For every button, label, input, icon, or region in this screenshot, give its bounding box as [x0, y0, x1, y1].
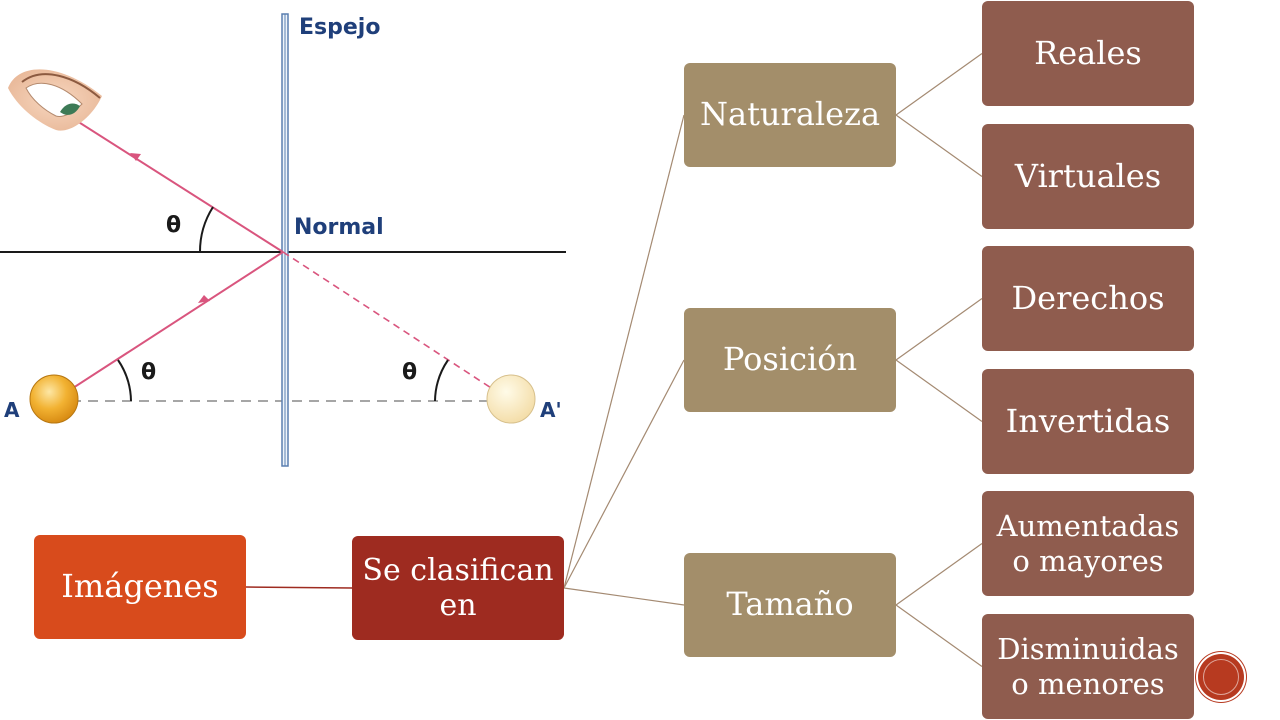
reflected-ray: [65, 113, 284, 253]
category-link: [895, 604, 983, 667]
image-ball: [486, 374, 536, 424]
incident-ray: [55, 251, 284, 400]
leaf-reales: Reales: [982, 1, 1194, 106]
reflection-diagram: Espejo Normal θ θ θ A A': [0, 13, 566, 467]
object-ball: [29, 374, 79, 424]
angle-arc-top: [198, 206, 214, 253]
angle-arc-right: [434, 359, 449, 402]
category-link: [895, 543, 983, 606]
leaf-aumentadas: Aumentadas o mayores: [982, 491, 1194, 596]
category-link: [895, 359, 983, 422]
leaf-label: Invertidas: [1005, 401, 1171, 440]
root-node-label: Imágenes: [61, 567, 219, 606]
category-link: [895, 114, 983, 177]
circle-nav-icon[interactable]: [1198, 654, 1244, 700]
category-label: Posición: [722, 340, 858, 379]
virtual-ray: [282, 251, 509, 400]
theta-right-label: θ: [402, 360, 417, 385]
theta-top-label: θ: [166, 213, 181, 238]
category-link: [895, 298, 983, 361]
concept-map-lines: [245, 53, 983, 667]
leaf-label: Derechos: [1011, 278, 1165, 317]
leaf-label-line-1: Disminuidas: [997, 632, 1179, 667]
connector-line-1: Se clasifican: [362, 552, 554, 588]
category-tamano: Tamaño: [684, 553, 896, 657]
leaf-label-line-1: Aumentadas: [996, 509, 1180, 544]
category-link: [895, 53, 983, 116]
theta-left-label: θ: [141, 360, 156, 385]
root-link: [245, 586, 353, 589]
category-label: Tamaño: [726, 585, 854, 624]
leaf-label-line-2: o mayores: [1012, 543, 1164, 578]
connector-link: [563, 587, 685, 606]
leaf-virtuales: Virtuales: [982, 124, 1194, 229]
leaf-derechos: Derechos: [982, 246, 1194, 351]
connector-line-2: en: [439, 588, 477, 623]
connector-node: Se clasifican en: [352, 536, 564, 640]
leaf-label-line-2: o menores: [1011, 666, 1165, 701]
category-naturaleza: Naturaleza: [684, 63, 896, 167]
connector-link: [563, 114, 685, 589]
category-label: Naturaleza: [699, 95, 881, 134]
circle-nav-icon-ring: [1203, 659, 1239, 695]
leaf-label: Virtuales: [1014, 156, 1162, 195]
mirror-label: Espejo: [299, 15, 380, 40]
eye-icon: [8, 69, 102, 131]
normal-label: Normal: [294, 215, 384, 240]
leaf-label: Reales: [1034, 33, 1142, 72]
connector-link: [563, 359, 685, 589]
leaf-disminuidas: Disminuidas o menores: [982, 614, 1194, 719]
leaf-invertidas: Invertidas: [982, 369, 1194, 474]
image-label: A': [540, 398, 562, 422]
angle-arc-left: [117, 359, 132, 402]
incident-arrow: [198, 295, 210, 303]
reflected-arrow: [130, 153, 141, 161]
root-node: Imágenes: [34, 535, 246, 639]
category-posicion: Posición: [684, 308, 896, 412]
object-label: A: [4, 398, 20, 422]
